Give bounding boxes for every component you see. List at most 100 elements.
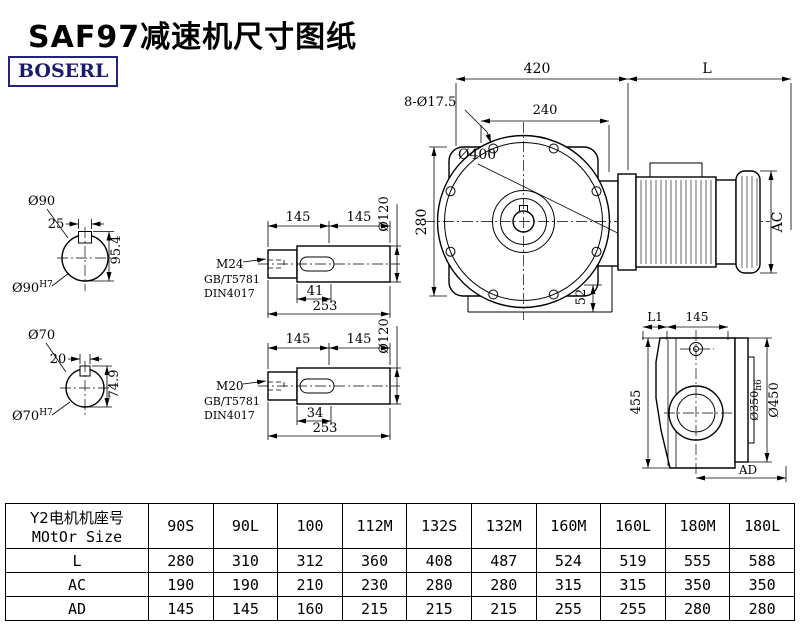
table-cell: 487 (470, 548, 537, 573)
table-header-row: Y2电机机座号 MOtOr Size 90S 90L 100 112M 132S… (5, 503, 795, 549)
table-cell: 315 (535, 572, 602, 597)
fan-grille (741, 176, 758, 268)
table-cell: 215 (470, 596, 537, 621)
thread-label-top: M24 (216, 257, 244, 271)
side-view: L1 145 455 Ø350h6 Ø450 AD (629, 310, 787, 482)
standard1-bot: GB/T5781 (204, 395, 260, 408)
standard2-bot: DIN4017 (204, 409, 255, 422)
table-cell: 524 (535, 548, 602, 573)
dim-AC: AC (770, 212, 786, 234)
dim-145-side: 145 (686, 310, 709, 324)
dim-fit-70: Ø70H7 (12, 408, 53, 424)
dim-dia-shaft-bot: Ø120 (377, 318, 392, 353)
dim-fit-90: Ø90H7 (12, 280, 53, 296)
dim-240: 240 (533, 103, 558, 118)
dim-depth-top: 41 (307, 284, 324, 299)
dim-52: 52 (574, 289, 589, 306)
dim-dia350: Ø350h6 (748, 379, 764, 421)
front-view: Ø400 8-Ø17.5 420 L 240 280 (404, 61, 792, 320)
table-cell: 280 (470, 572, 537, 597)
dim-depth-bot: 34 (307, 406, 324, 421)
table-cell: 360 (341, 548, 408, 573)
table-cell: 350 (729, 572, 795, 597)
dim-len-bot: 253 (313, 421, 338, 436)
table-row-AC: AC 190 190 210 230 280 280 315 315 350 3… (5, 572, 795, 597)
standard2-top: DIN4017 (204, 287, 255, 300)
table-cell: 190 (148, 572, 214, 597)
dim-dia400: Ø400 (458, 147, 496, 163)
dim-height-70: 74.9 (107, 370, 122, 399)
table-cell: 230 (341, 572, 408, 597)
row-label: AD (5, 596, 149, 621)
shaft-section-90-view: 25 95.4 Ø90 Ø90H7 (12, 194, 124, 296)
technical-drawing: 25 95.4 Ø90 Ø90H7 20 74.9 Ø70 (12, 61, 792, 482)
table-cell: 145 (212, 596, 279, 621)
size-col-header: 160M (535, 503, 602, 549)
table-header-motor-size: Y2电机机座号 MOtOr Size (5, 503, 149, 549)
dim-seg2-bot: 145 (347, 332, 372, 347)
table-row-L: L 280 310 312 360 408 487 524 519 555 58… (5, 548, 795, 573)
size-col-header: 132S (406, 503, 472, 549)
table-row-AD: AD 145 145 160 215 215 215 255 255 280 2… (5, 596, 795, 621)
motor-size-label-cn: Y2电机机座号 (30, 508, 124, 527)
table-cell: 280 (664, 596, 731, 621)
dimension-table: Y2电机机座号 MOtOr Size 90S 90L 100 112M 132S… (5, 503, 795, 621)
table-cell: 280 (406, 572, 472, 597)
brand-logo: BOSERL (8, 56, 119, 87)
motor-size-label-en: MOtOr Size (31, 527, 123, 546)
dim-dia-90: Ø90 (28, 194, 55, 209)
row-label: AC (5, 572, 149, 597)
shaft-side-top-view: 145 145 Ø120 M24 GB/T5781 DIN4017 41 253 (204, 196, 401, 318)
size-col-header: 90S (148, 503, 214, 549)
thread-label-bot: M20 (216, 379, 244, 393)
dim-AD: AD (738, 463, 757, 477)
size-col-header: 132M (470, 503, 537, 549)
table-cell: 310 (212, 548, 279, 573)
table-cell: 350 (664, 572, 731, 597)
size-col-header: 180L (729, 503, 795, 549)
dim-L1: L1 (647, 310, 663, 324)
table-cell: 315 (600, 572, 666, 597)
dim-dia-shaft-top: Ø120 (377, 196, 392, 231)
table-cell: 255 (535, 596, 602, 621)
dim-L: L (702, 61, 711, 77)
dim-holes: 8-Ø17.5 (404, 95, 456, 110)
dim-seg1-top: 145 (286, 210, 311, 225)
table-cell: 190 (212, 572, 279, 597)
shaft-section-70-view: 20 74.9 Ø70 Ø70H7 (12, 328, 122, 424)
dim-keyw-70: 20 (50, 352, 67, 367)
dim-420: 420 (524, 61, 551, 77)
table-cell: 215 (341, 596, 408, 621)
size-col-header: 112M (341, 503, 408, 549)
size-col-header: 90L (212, 503, 279, 549)
page-title: SAF97减速机尺寸图纸 (28, 20, 358, 55)
table-cell: 312 (277, 548, 343, 573)
table-cell: 160 (277, 596, 343, 621)
table-cell: 588 (729, 548, 795, 573)
size-col-header: 160L (600, 503, 666, 549)
standard1-top: GB/T5781 (204, 273, 260, 286)
table-cell: 145 (148, 596, 214, 621)
dim-dia-70: Ø70 (28, 328, 55, 343)
table-cell: 555 (664, 548, 731, 573)
dim-280: 280 (414, 209, 430, 236)
motor-fins (640, 180, 712, 264)
dim-455: 455 (629, 390, 644, 415)
dim-keyw-90: 25 (48, 217, 65, 232)
table-cell: 215 (406, 596, 472, 621)
dim-height-90: 95.4 (109, 236, 124, 265)
size-col-header: 100 (277, 503, 343, 549)
size-col-header: 180M (664, 503, 731, 549)
table-cell: 255 (600, 596, 666, 621)
row-label: L (5, 548, 149, 573)
dim-seg1-bot: 145 (286, 332, 311, 347)
dim-seg2-top: 145 (347, 210, 372, 225)
table-cell: 210 (277, 572, 343, 597)
dim-dia450: Ø450 (767, 382, 782, 417)
shaft-side-bottom-view: 145 145 Ø120 M20 GB/T5781 DIN4017 34 253 (204, 318, 401, 440)
dim-len-top: 253 (313, 299, 338, 314)
table-cell: 519 (600, 548, 666, 573)
table-cell: 408 (406, 548, 472, 573)
table-cell: 280 (148, 548, 214, 573)
